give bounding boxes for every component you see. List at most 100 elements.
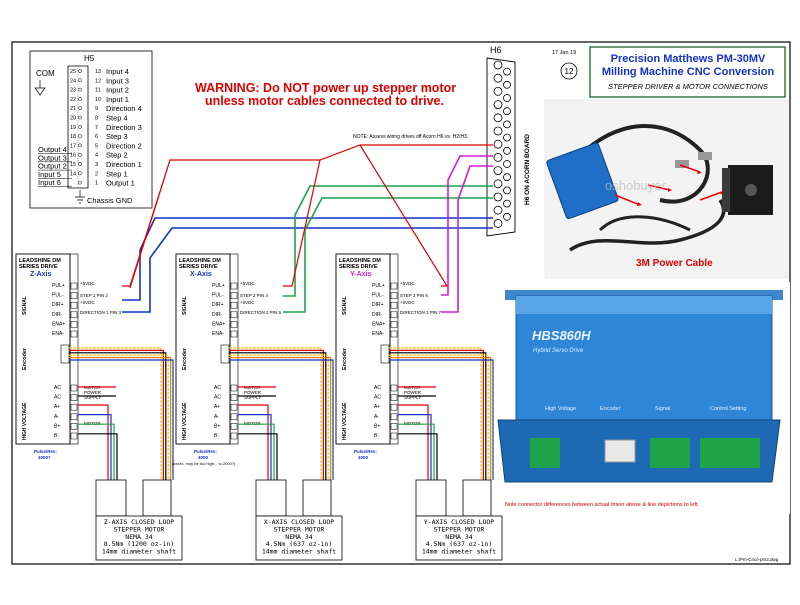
h6-pin [493, 139, 503, 149]
h5-pin [78, 106, 82, 111]
motor-wire [78, 433, 118, 480]
h5-pin-left: 20 [70, 116, 76, 122]
h5-com-label: COM [36, 69, 55, 78]
motor-spec-line: X-AXIS CLOSED LOOP [264, 518, 335, 526]
terminal [70, 384, 78, 392]
h6-pin [503, 120, 511, 129]
h5-output-label: Input 5 [38, 170, 61, 179]
drive-power-pin: A- [54, 414, 59, 420]
encoder-connector [380, 344, 390, 364]
terminal [390, 423, 398, 430]
motor-spec-line: 4.5Nm (637 oz-in) [266, 540, 333, 548]
drive-power-note: MOTOR [84, 421, 101, 426]
drive-header-1: LEADSHINE DM [179, 258, 221, 264]
drive-signal-pin: PUL+ [372, 283, 385, 289]
h5-pin-label: Input 3 [106, 76, 129, 85]
encoder-wire [69, 359, 174, 480]
photo-driver-unit [546, 142, 619, 220]
h5-pin-left: 22 [70, 97, 76, 103]
drive-signal-note: DIRECTION 2 PIN 5 [240, 310, 282, 315]
h6-pin [493, 73, 503, 83]
terminal [390, 432, 398, 440]
h6-pin [503, 107, 511, 116]
motor-spec-line: STEPPER MOTOR [274, 525, 325, 533]
drive-power-pin: A+ [214, 404, 220, 410]
motor-wire [398, 433, 438, 480]
terminal [390, 282, 398, 290]
title-line-2: Milling Machine CNC Conversion [602, 66, 775, 78]
drive-signal-pin: PUL- [212, 293, 224, 299]
wire-z-step [122, 217, 493, 301]
h5-pin-label: Input 4 [106, 67, 129, 76]
h6-pin [503, 212, 511, 221]
h5-pin [78, 87, 82, 92]
motor-wire [238, 423, 275, 480]
drive-power-pin: A- [374, 414, 379, 420]
drive-signal-note: STEP 2 PIN 4 [240, 293, 268, 298]
drive-signal-side-label: SIGNAL [182, 296, 188, 315]
drive-power-pin: AC [54, 385, 61, 391]
h5-pin-right: 8 [95, 116, 98, 122]
drive-pulse-label: Pulse/Rev: [354, 449, 378, 454]
drive-power-pin: A+ [374, 404, 380, 410]
drive-axis-label: X-Axis [190, 271, 212, 278]
motor-power-plug [255, 479, 287, 517]
drive-signal-side-label: SIGNAL [342, 296, 348, 315]
encoder-wire [389, 347, 482, 480]
h5-pin-label: Direction 4 [106, 104, 142, 113]
terminal [230, 301, 238, 309]
drive-signal-note: STEP 1 PIN 2 [80, 293, 108, 298]
encoder-wire [229, 359, 334, 480]
terminal [70, 301, 78, 309]
encoder-wire [229, 352, 327, 480]
h6-title: H6 [490, 45, 502, 55]
drive-signal-note: DIRECTION 3 PIN 7 [400, 310, 442, 315]
drive-signal-pin: ENA- [372, 331, 384, 337]
title-line-3: STEPPER DRIVER & MOTOR CONNECTIONS [608, 82, 768, 91]
h6-pin [493, 60, 503, 70]
encoder-wire [229, 354, 329, 480]
drive-signal-pin: ENA+ [52, 321, 65, 327]
wire-x-dir [283, 197, 493, 313]
motor-wire [238, 414, 272, 480]
terminal [390, 384, 398, 392]
terminal [70, 292, 78, 299]
drive-power-note: POWER [244, 390, 262, 395]
motor-wire [398, 404, 429, 480]
motor-spec-line: Z-AXIS CLOSED LOOP [104, 518, 175, 526]
warning-line-1: WARNING: Do NOT power up stepper motor [195, 81, 456, 95]
drive-signal-pin: ENA- [52, 331, 64, 337]
wire-z-dir [122, 227, 493, 313]
h6-pin [493, 152, 503, 162]
drive-hv-side-label: HIGH VOLTAGE [342, 402, 348, 440]
h5-pin-left: 16 [70, 153, 76, 159]
drive-encoder-side-label: Encoder [22, 347, 28, 370]
photo-watermark: oshobuyer [605, 178, 666, 193]
h5-pin-right: 7 [95, 125, 98, 131]
h5-pin-label: Input 1 [106, 95, 129, 104]
drive-power-pin: A- [214, 414, 219, 420]
h5-title: H5 [84, 54, 95, 63]
drive-power-note: SUPPLY [404, 395, 421, 400]
motor-spec-line: 14mm diameter shaft [262, 548, 336, 556]
h5-pin-right: 3 [95, 162, 98, 168]
motor-spec-line: 4.5Nm (637 oz-in) [426, 540, 493, 548]
h5-pin-right: 2 [95, 171, 98, 177]
h5-pin-left: 19 [70, 125, 76, 131]
encoder-wire [389, 352, 487, 480]
h5-pin [78, 180, 82, 185]
drive-signal-pin: PUL- [52, 293, 64, 299]
encoder-wire [69, 354, 169, 480]
drive-power-note: MOTOR [404, 421, 421, 426]
drive-header-1: LEADSHINE DM [19, 258, 61, 264]
h5-pin-label: Input 2 [106, 86, 129, 95]
drive-pulse-label: Pulse/Rev: [194, 449, 218, 454]
motor-box [415, 515, 503, 561]
terminal [230, 394, 238, 401]
drive-signal-note: +5VDC [400, 281, 415, 286]
h5-pin-right: 12 [95, 78, 101, 84]
h5-pin-right: 10 [95, 97, 101, 103]
drive-signal-note: +5VDC [240, 300, 255, 305]
drive-subtitle: Hybrid Servo Drive [533, 348, 584, 354]
